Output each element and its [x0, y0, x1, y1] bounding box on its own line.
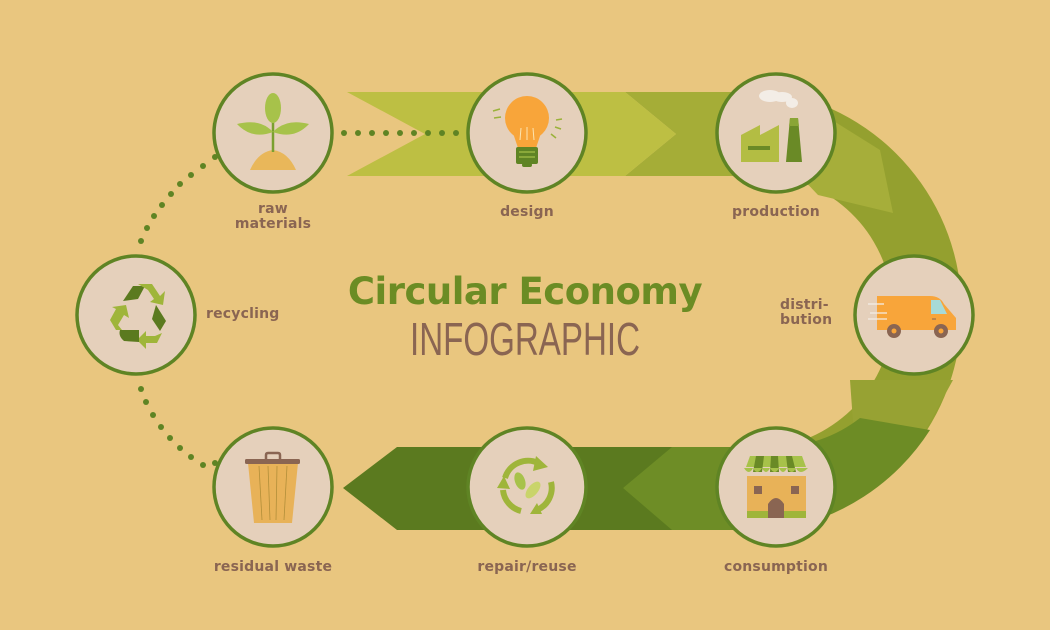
step-label-design: design	[500, 204, 554, 220]
step-label-repair-reuse: repair/reuse	[477, 559, 577, 575]
dotted-connector-left-upper	[138, 154, 218, 244]
step-label-distribution-line2: bution	[780, 312, 833, 328]
delivery-van-icon	[868, 296, 956, 338]
step-label-residual-waste: residual waste	[213, 559, 333, 575]
dotted-connector-left-lower	[138, 386, 218, 468]
factory-icon	[741, 90, 802, 162]
plant-sprout-icon	[237, 93, 309, 170]
step-label-raw-line1: raw	[258, 201, 288, 217]
step-label-raw-materials: raw materials	[223, 202, 323, 232]
step-label-recycling: recycling	[206, 306, 280, 322]
step-circle-recycling	[75, 254, 197, 376]
step-label-distribution-line1: distri-	[780, 297, 829, 313]
step-label-raw-line2: materials	[234, 216, 312, 232]
step-label-consumption: consumption	[723, 559, 829, 575]
step-circle-repair-reuse	[466, 426, 588, 548]
step-label-distribution: distri- bution	[780, 298, 844, 328]
shop-icon	[744, 456, 808, 518]
title-infographic: INFOGRAPHIC	[409, 313, 641, 365]
title-circular-economy: Circular Economy	[347, 270, 703, 313]
recycle-icon	[110, 284, 166, 349]
lightbulb-icon	[492, 96, 563, 167]
reuse-arrows-leaves-icon	[497, 456, 555, 514]
dotted-connector-top	[341, 130, 459, 136]
trash-bin-icon	[245, 451, 300, 523]
step-label-production: production	[732, 204, 820, 220]
